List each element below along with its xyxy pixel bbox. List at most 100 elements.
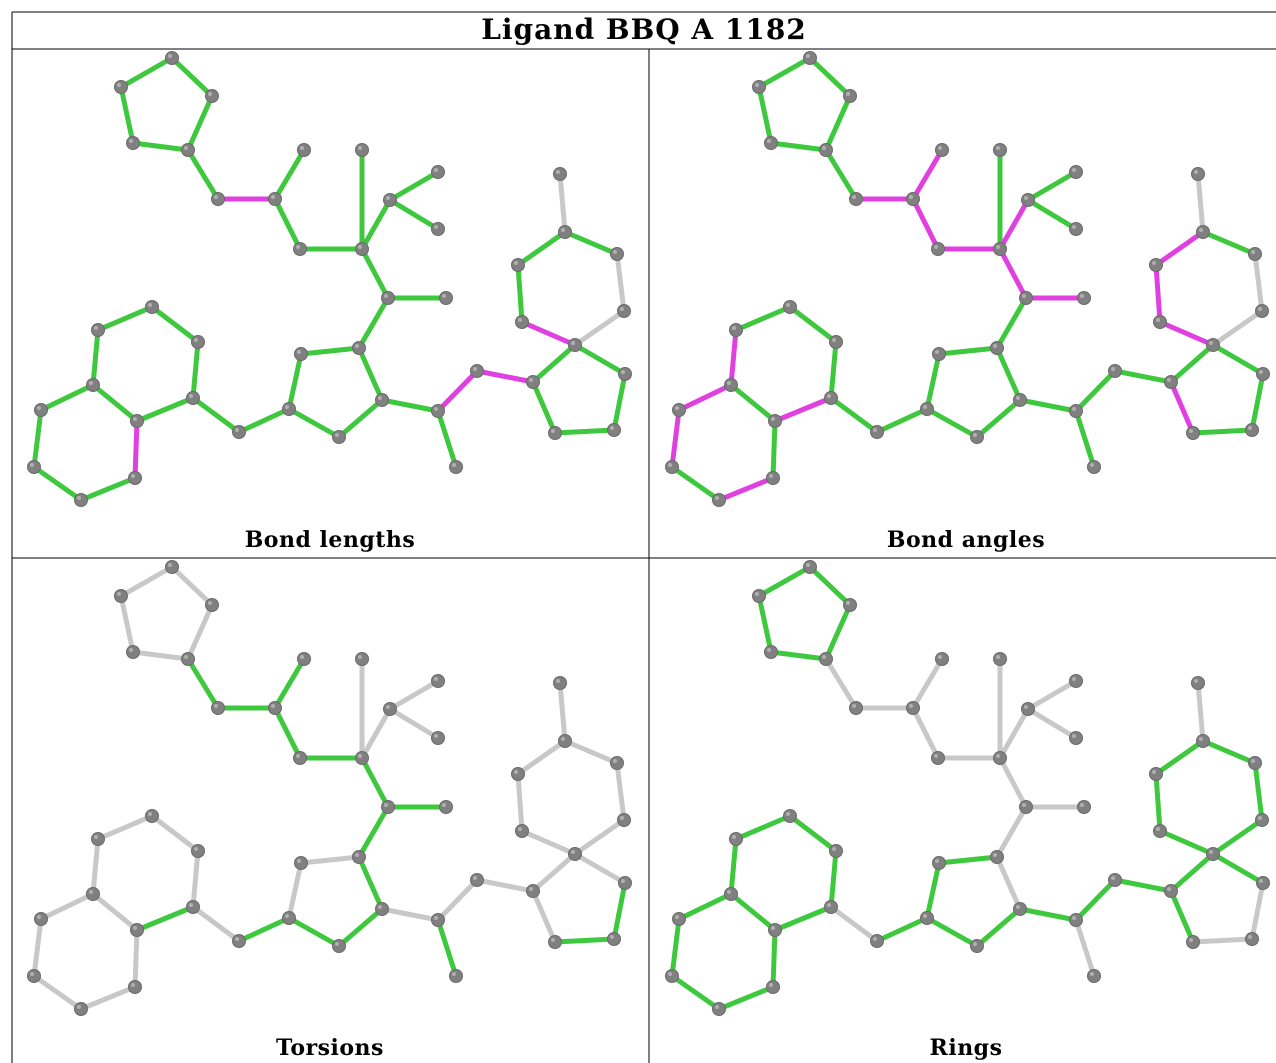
- atom: [970, 430, 984, 444]
- atom-highlight: [935, 350, 939, 354]
- bond: [572, 851, 628, 886]
- atom: [843, 598, 857, 612]
- atom-highlight: [94, 835, 98, 839]
- bond: [924, 351, 942, 412]
- atom-highlight: [129, 648, 133, 652]
- atom-highlight: [1080, 803, 1084, 807]
- panel-label-rings: Rings: [929, 1035, 1003, 1061]
- bond: [132, 418, 140, 481]
- atom: [1245, 932, 1259, 946]
- atom-highlight: [1090, 972, 1094, 976]
- atom-highlight: [675, 915, 679, 919]
- atom: [145, 809, 159, 823]
- atom: [1013, 902, 1027, 916]
- bond: [787, 813, 839, 854]
- bond: [519, 828, 578, 857]
- atom: [1248, 756, 1262, 770]
- atom: [990, 341, 1004, 355]
- figure-title: Ligand BBQ A 1182: [481, 13, 807, 46]
- bond: [823, 656, 859, 711]
- atom-highlight: [993, 853, 997, 857]
- bond: [1025, 169, 1079, 203]
- atom-highlight: [184, 655, 188, 659]
- bond: [756, 564, 813, 599]
- atom-highlight: [1024, 196, 1028, 200]
- atom: [1206, 338, 1220, 352]
- atom: [617, 813, 631, 827]
- atom-highlight: [77, 496, 81, 500]
- atom: [617, 304, 631, 318]
- atom-highlight: [620, 307, 624, 311]
- atom: [130, 923, 144, 937]
- atom: [126, 136, 140, 150]
- atom-highlight: [613, 250, 617, 254]
- atom-highlight: [214, 704, 218, 708]
- atom-highlight: [133, 926, 137, 930]
- atom-highlight: [355, 853, 359, 857]
- atom: [1069, 222, 1083, 236]
- atom: [232, 425, 246, 439]
- atom-highlight: [873, 428, 877, 432]
- bond: [557, 680, 568, 744]
- atom-highlight: [996, 146, 1000, 150]
- atom-highlight: [442, 803, 446, 807]
- bond: [130, 140, 191, 153]
- bond: [910, 705, 941, 761]
- atom: [870, 425, 884, 439]
- bond: [435, 408, 459, 470]
- bond: [1200, 229, 1258, 257]
- atom: [1013, 393, 1027, 407]
- atom-highlight: [767, 139, 771, 143]
- atom: [618, 367, 632, 381]
- atom-highlight: [1258, 816, 1262, 820]
- atom-highlight: [715, 1005, 719, 1009]
- atom-highlight: [1251, 250, 1255, 254]
- atom: [990, 850, 1004, 864]
- bond: [728, 382, 778, 424]
- atom-highlight: [529, 378, 533, 382]
- atom-highlight: [358, 655, 362, 659]
- bond: [1073, 877, 1118, 923]
- atom-highlight: [514, 770, 518, 774]
- atom: [1069, 674, 1083, 688]
- bond: [190, 339, 201, 401]
- atom-highlight: [214, 195, 218, 199]
- atom: [768, 414, 782, 428]
- atom-highlight: [1194, 170, 1198, 174]
- atom-highlight: [1152, 261, 1156, 265]
- atom-highlight: [296, 245, 300, 249]
- atom: [34, 912, 48, 926]
- bond: [118, 593, 136, 655]
- bond: [359, 706, 393, 761]
- atom: [186, 391, 200, 405]
- atom: [470, 873, 484, 887]
- bond: [272, 656, 307, 711]
- bond: [515, 738, 568, 777]
- bond: [936, 345, 1000, 357]
- bond: [770, 418, 778, 481]
- atom-highlight: [148, 812, 152, 816]
- atom: [470, 364, 484, 378]
- bond: [572, 817, 627, 857]
- atom-highlight: [1189, 429, 1193, 433]
- atom-highlight: [1167, 887, 1171, 891]
- atom-highlight: [529, 887, 533, 891]
- atom-highlight: [556, 170, 560, 174]
- atom: [205, 89, 219, 103]
- atom: [920, 402, 934, 416]
- bond: [530, 379, 558, 436]
- atom-highlight: [94, 326, 98, 330]
- atom: [1021, 193, 1035, 207]
- atom: [381, 291, 395, 305]
- bond: [787, 304, 839, 345]
- bond: [519, 319, 578, 348]
- bond: [95, 304, 155, 333]
- atom: [724, 887, 738, 901]
- bond: [1252, 760, 1265, 823]
- bond: [169, 55, 215, 99]
- bond: [611, 880, 628, 942]
- bond: [1210, 308, 1265, 348]
- atom: [849, 701, 863, 715]
- bond: [1195, 171, 1206, 235]
- bond: [530, 888, 558, 945]
